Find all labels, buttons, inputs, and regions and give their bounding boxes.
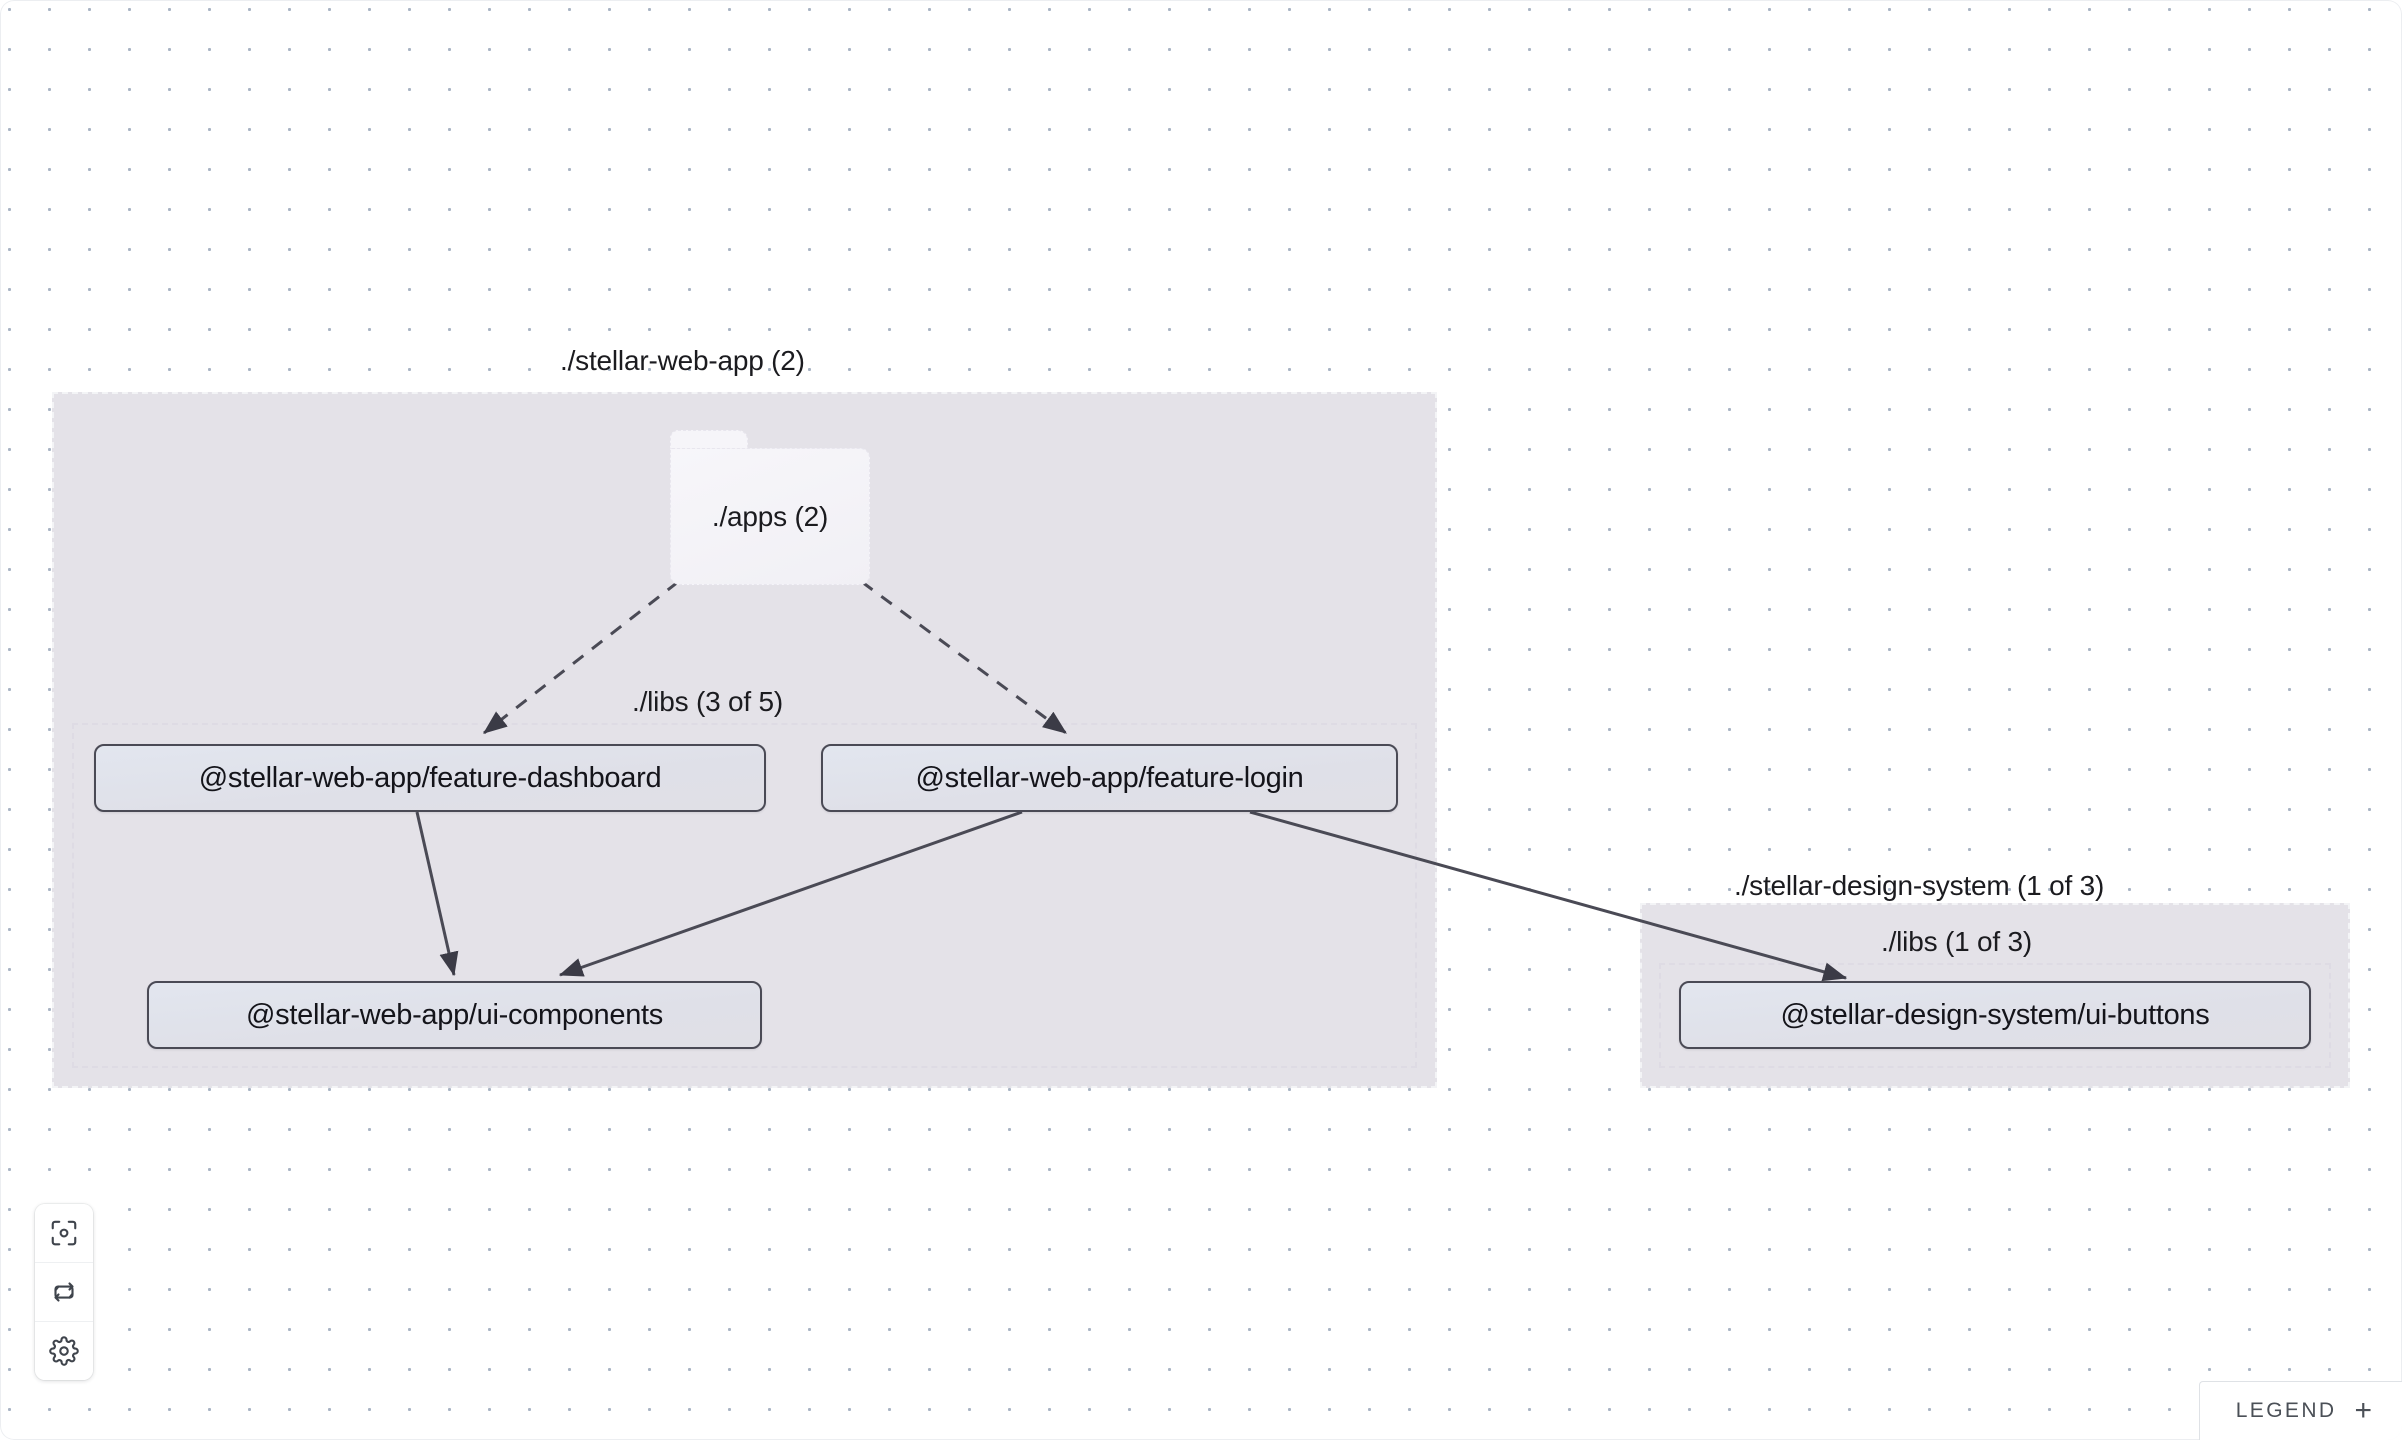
project-node-feature-dashboard[interactable]: @stellar-web-app/feature-dashboard (94, 744, 766, 812)
folder-node-apps-label: ./apps (2) (711, 500, 829, 532)
folder-body: ./apps (2) (670, 448, 870, 585)
legend-toggle-button[interactable]: LEGEND + (2198, 1381, 2402, 1440)
project-node-ui-buttons[interactable]: @stellar-design-system/ui-buttons (1679, 981, 2311, 1049)
canvas-controls (35, 1204, 93, 1380)
project-node-ui-components[interactable]: @stellar-web-app/ui-components (147, 981, 762, 1049)
focus-button[interactable] (35, 1204, 93, 1263)
project-node-ui-buttons-label: @stellar-design-system/ui-buttons (1780, 998, 2210, 1031)
gear-icon (49, 1336, 79, 1366)
project-node-feature-login[interactable]: @stellar-web-app/feature-login (821, 744, 1398, 812)
plus-icon: + (2354, 1394, 2372, 1427)
group-stellar-design-system-libs[interactable] (1659, 963, 2331, 1068)
group-label-stellar-web-app: ./stellar-web-app (2) (560, 345, 805, 376)
project-node-ui-components-label: @stellar-web-app/ui-components (246, 998, 663, 1031)
settings-button[interactable] (35, 1322, 93, 1380)
refresh-button[interactable] (35, 1263, 93, 1322)
project-node-feature-login-label: @stellar-web-app/feature-login (915, 761, 1304, 794)
legend-label: LEGEND (2235, 1399, 2337, 1422)
group-label-stellar-design-system: ./stellar-design-system (1 of 3) (1734, 870, 2105, 901)
group-label-stellar-design-system-libs: ./libs (1 of 3) (1881, 926, 2033, 957)
group-label-stellar-web-app-libs: ./libs (3 of 5) (632, 686, 784, 717)
project-node-feature-dashboard-label: @stellar-web-app/feature-dashboard (198, 761, 662, 794)
refresh-cycle-icon (49, 1277, 79, 1307)
focus-target-icon (49, 1218, 79, 1248)
folder-node-apps[interactable]: ./apps (2) (670, 430, 870, 585)
